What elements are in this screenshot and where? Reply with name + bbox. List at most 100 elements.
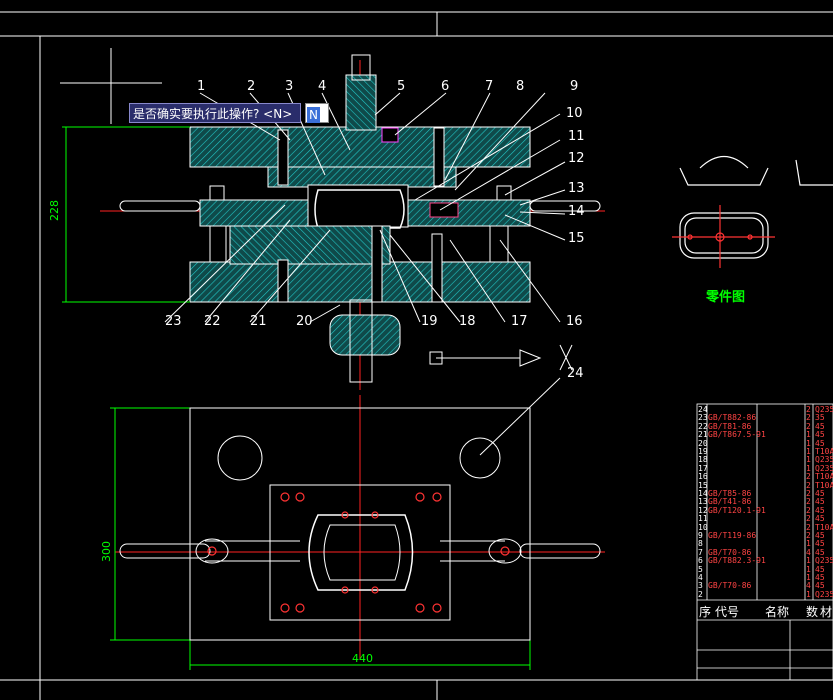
bom-header-no: 序 xyxy=(699,605,712,619)
part-label-11: 11 xyxy=(568,129,585,144)
part-label-18: 18 xyxy=(459,314,476,329)
dimension-height-top: 228 xyxy=(48,200,61,221)
bom-cell-no: 6 xyxy=(698,556,703,566)
drawing-frame xyxy=(0,11,833,700)
bom-cell-mat: 45 xyxy=(815,514,825,524)
part-label-20: 20 xyxy=(296,314,313,329)
bom-cell-qty: 2 xyxy=(806,472,811,482)
bom-cell-qty: 4 xyxy=(806,547,811,557)
part-label-9: 9 xyxy=(570,79,579,94)
bom-cell-code: GB/T81-86 xyxy=(708,421,752,431)
bom-cell-no: 14 xyxy=(698,489,708,498)
bom-cell-qty: 1 xyxy=(806,539,811,549)
part-label-22: 22 xyxy=(204,314,221,329)
bom-cell-no: 20 xyxy=(698,438,708,448)
bom-cell-mat: 45 xyxy=(815,421,825,431)
bom-cell-no: 4 xyxy=(698,573,703,582)
bom-cell-mat: 45 xyxy=(815,564,825,574)
bom-cell-no: 9 xyxy=(698,531,703,540)
part-sketch xyxy=(672,155,833,268)
bom-cell-mat: 45 xyxy=(815,531,825,540)
bom-cell-no: 16 xyxy=(698,472,708,482)
bom-cell-no: 22 xyxy=(698,421,708,431)
bom-cell-no: 12 xyxy=(698,505,708,515)
bom-cell-no: 19 xyxy=(698,447,708,456)
bom-cell-qty: 2 xyxy=(806,522,811,532)
bom-cell-mat: 45 xyxy=(815,539,825,549)
part-label-12: 12 xyxy=(568,151,585,166)
lower-die-plate xyxy=(189,225,531,383)
bom-cell-code: GB/T120.1-91 xyxy=(708,505,766,515)
bom-cell-mat: 45 xyxy=(815,547,825,557)
part-label-2: 2 xyxy=(247,79,256,94)
part-label-19: 19 xyxy=(421,314,438,329)
bom-cell-mat: T10A xyxy=(815,522,833,532)
bom-cell-mat: Q235 xyxy=(815,463,833,473)
bom-cell-mat: 45 xyxy=(815,497,825,507)
part-label-14: 14 xyxy=(568,204,585,219)
bom-cell-code: GB/T882-86 xyxy=(708,413,757,423)
bom-cell-no: 13 xyxy=(698,497,708,507)
bom-cell-qty: 2 xyxy=(806,405,811,414)
bom-cell-qty: 2 xyxy=(806,421,811,431)
command-prompt-input[interactable]: N xyxy=(305,103,329,123)
bom-cell-qty: 1 xyxy=(806,447,811,456)
bom-cell-qty: 1 xyxy=(806,455,811,465)
bom-cell-mat: 45 xyxy=(815,489,825,498)
crosshair-cursor xyxy=(60,48,162,124)
dimension-lines xyxy=(62,126,531,670)
part-label-23: 23 xyxy=(165,314,182,329)
bom-cell-code: GB/T867.5-91 xyxy=(708,430,766,440)
part-label-7: 7 xyxy=(485,79,494,94)
bom-cell-no: 2 xyxy=(698,589,703,599)
bom-cell-qty: 1 xyxy=(806,438,811,448)
part-label-21: 21 xyxy=(250,314,267,329)
bom-cell-qty: 1 xyxy=(806,589,811,599)
command-prompt-message: 是否确实要执行此操作? <N> xyxy=(129,103,301,123)
part-label-4: 4 xyxy=(318,79,327,94)
dimension-width-bottom: 440 xyxy=(352,652,373,665)
bom-header-name: 名称 xyxy=(765,605,790,619)
bom-cell-qty: 2 xyxy=(806,480,811,490)
part-label-3: 3 xyxy=(285,79,294,94)
bom-cell-code: GB/T70-86 xyxy=(708,581,752,591)
bom-cell-mat: 45 xyxy=(815,581,825,591)
part-label-6: 6 xyxy=(441,79,450,94)
bom-cell-no: 24 xyxy=(698,405,708,414)
bom-table-grid xyxy=(696,403,833,681)
bom-cell-mat: Q235 xyxy=(815,556,833,566)
part-label-17: 17 xyxy=(511,314,528,329)
plan-view xyxy=(119,407,601,641)
bom-cell-no: 23 xyxy=(698,413,708,423)
bom-cell-no: 15 xyxy=(698,480,708,490)
command-prompt-value[interactable]: N xyxy=(307,107,320,123)
dimension-height-bottom: 300 xyxy=(100,541,113,562)
bom-cell-qty: 4 xyxy=(806,581,811,591)
bom-cell-mat: T10A xyxy=(815,480,833,490)
bom-cell-qty: 2 xyxy=(806,413,811,423)
bom-cell-qty: 1 xyxy=(806,463,811,473)
bom-cell-mat: 45 xyxy=(815,505,825,515)
bom-cell-code: GB/T70-86 xyxy=(708,547,752,557)
bom-row: 15 2 T10A xyxy=(697,480,833,490)
bom-cell-no: 7 xyxy=(698,547,703,557)
